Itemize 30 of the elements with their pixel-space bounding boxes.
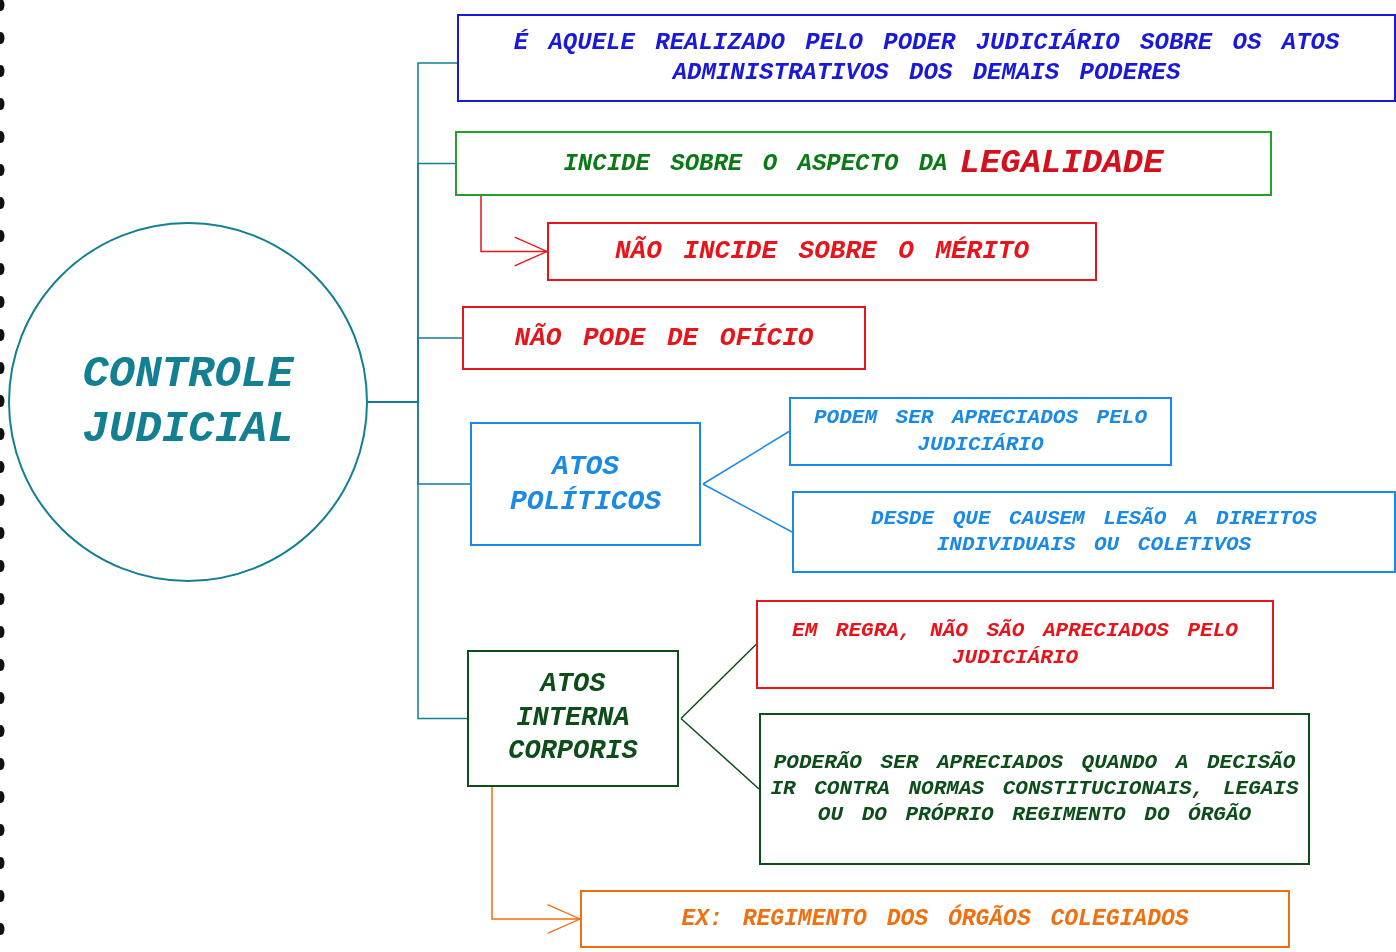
node-text: EX: REGIMENTO DOS ÓRGÃOS COLEGIADOS bbox=[681, 904, 1189, 934]
category-box bbox=[467, 650, 679, 787]
connector-line bbox=[702, 483, 793, 533]
text-box bbox=[759, 713, 1310, 865]
text-box bbox=[547, 222, 1097, 281]
node-text: É AQUELE REALIZADO PELO PODER JUDICIÁRIO SOBRE OS ATOS ADMINISTRATIVOS DOS DEMAIS PODERES bbox=[512, 28, 1341, 88]
text-box bbox=[457, 14, 1396, 102]
text-box bbox=[580, 890, 1290, 948]
text-box bbox=[792, 491, 1396, 573]
text-box bbox=[756, 600, 1274, 689]
emphasis-text: LEGALIDADE bbox=[959, 143, 1164, 185]
node-text: NÃO PODE DE OFÍCIO bbox=[514, 321, 814, 355]
text-box bbox=[455, 131, 1272, 196]
text-box bbox=[789, 397, 1172, 466]
node-text: INCIDE SOBRE O ASPECTO DA bbox=[563, 148, 948, 179]
node-text: NÃO INCIDE SOBRE O MÉRITO bbox=[614, 235, 1030, 268]
connector-line bbox=[680, 643, 757, 720]
arrow bbox=[480, 195, 548, 267]
connector-line bbox=[680, 717, 760, 790]
category-box bbox=[470, 422, 701, 546]
node-text: DESDE QUE CAUSEM LESÃO A DIREITOS INDIVIDUAIS OU COLETIVOS bbox=[870, 505, 1318, 558]
node-text: ATOS INTERNA CORPORIS bbox=[507, 667, 639, 769]
text-box bbox=[462, 306, 866, 370]
node-text: EM REGRA, NÃO SÃO APRECIADOS PELO JUDICIÁRIO bbox=[791, 618, 1239, 671]
node-text: CONTROLE JUDICIAL bbox=[81, 348, 296, 456]
arrow bbox=[491, 786, 581, 935]
node-text: ATOS POLÍTICOS bbox=[508, 450, 663, 519]
connector-line bbox=[702, 430, 790, 485]
node-text: PODEM SER APRECIADOS PELO JUDICIÁRIO bbox=[812, 405, 1149, 458]
node-text: PODERÃO SER APRECIADOS QUANDO A DECISÃO IR CONTRA NORMAS CONSTITUCIONAIS, LEGAIS OU DO PRÓPRIO REGIMENTO DO ÓRGÃO bbox=[769, 749, 1300, 829]
